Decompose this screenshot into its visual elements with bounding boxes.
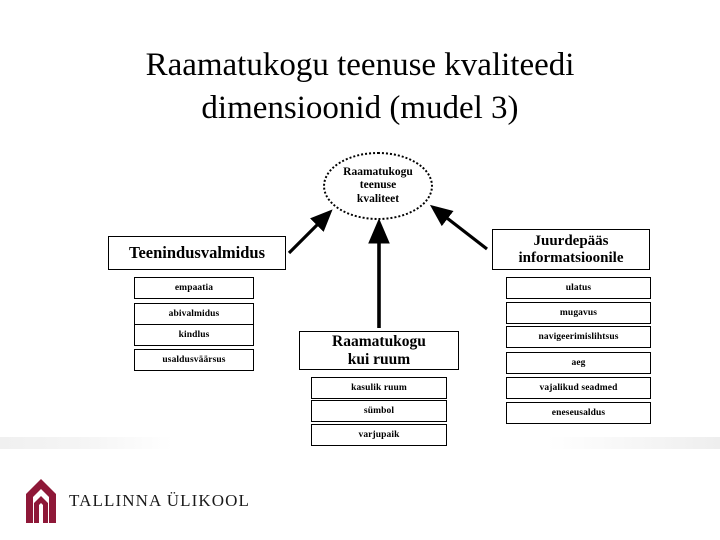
list-item: usaldusväärsus xyxy=(134,349,254,371)
diagram: Raamatukogu teenuse kvaliteet Teenindusv… xyxy=(108,152,651,446)
list-item: kasulik ruum xyxy=(311,377,447,399)
column-header-raamatukogu-kui-ruum: Raamatukogu kui ruum xyxy=(299,331,459,370)
logo-text: TALLINNA ÜLIKOOL xyxy=(69,491,251,510)
page-title: Raamatukogu teenuse kvaliteedi dimensioo… xyxy=(40,44,680,130)
list-item: empaatia xyxy=(134,277,254,299)
page-title-line-2: dimensioonid (mudel 3) xyxy=(201,89,519,126)
list-item: vajalikud seadmed xyxy=(506,377,651,399)
logo: TALLINNA ÜLIKOOL xyxy=(24,478,250,524)
arrow-right-to-centre xyxy=(429,204,488,251)
list-item: mugavus xyxy=(506,302,651,324)
page-title-line-1: Raamatukogu teenuse kvaliteedi xyxy=(145,47,575,83)
column-header-teenindusvalmidus: Teenindusvalmidus xyxy=(108,236,286,270)
centre-node: Raamatukogu teenuse kvaliteet xyxy=(323,152,433,220)
list-item: eneseusaldus xyxy=(506,402,651,424)
list-item: varjupaik xyxy=(311,424,447,446)
list-item: abivalmidus xyxy=(134,303,254,325)
list-item: aeg xyxy=(506,352,651,374)
list-item: ulatus xyxy=(506,277,651,299)
list-item: navigeerimislihtsus xyxy=(506,326,651,348)
column-header-juurdepaas-informatsioonile: Juurdepääs informatsioonile xyxy=(492,229,650,270)
arrow-left-to-centre xyxy=(287,209,333,255)
centre-node-label: Raamatukogu teenuse kvaliteet xyxy=(343,165,413,205)
list-item: kindlus xyxy=(134,324,254,346)
list-item: sümbol xyxy=(311,400,447,422)
arch-mark-icon xyxy=(26,479,56,523)
